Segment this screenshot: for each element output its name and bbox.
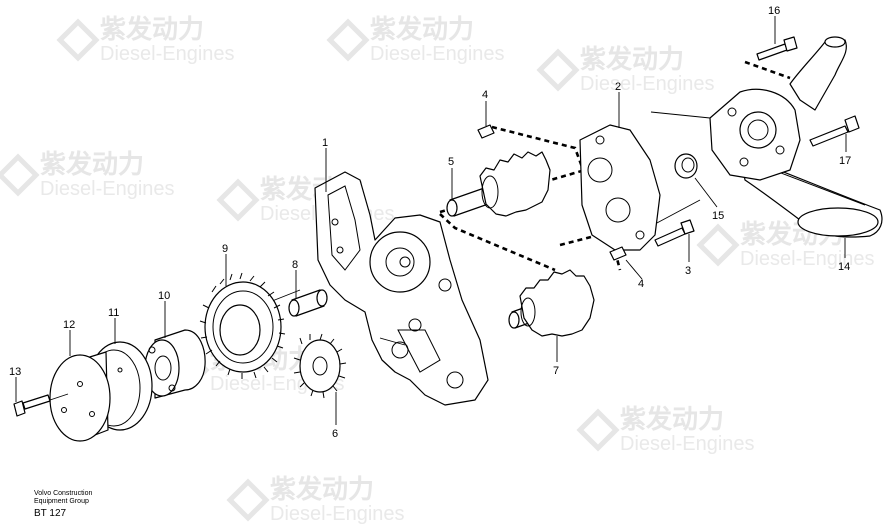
callout-5: 5	[448, 156, 454, 168]
dowel-pin-4-lower	[609, 246, 627, 261]
watermark-cn: 紫发动力	[620, 404, 724, 435]
callout-11: 11	[108, 307, 119, 319]
watermark-en: Diesel-Engines	[40, 178, 175, 200]
bushing-8	[288, 289, 328, 317]
callout-4-upper: 4	[482, 89, 488, 101]
suction-pipe-14	[739, 36, 883, 238]
dowel-pin-4-upper	[477, 124, 495, 139]
bolt-17	[809, 115, 860, 147]
callout-16: 16	[768, 5, 780, 17]
watermark-en: Diesel-Engines	[370, 43, 505, 65]
caption-line-2: Equipment Group	[34, 498, 89, 505]
bolt-3	[654, 219, 695, 247]
pipe-flange	[709, 88, 801, 181]
axis-line	[379, 337, 406, 346]
watermark-cn: 紫发动力	[580, 44, 684, 75]
watermark-en: Diesel-Engines	[580, 73, 715, 95]
callout-1: 1	[322, 137, 328, 149]
pump-housing-1	[314, 171, 489, 406]
watermark-en: Diesel-Engines	[100, 43, 235, 65]
callout-12: 12	[63, 319, 75, 331]
callout-4-lower: 4	[638, 278, 644, 290]
watermark-cn: 紫发动力	[100, 14, 204, 45]
figure-caption: Volvo Construction Equipment Group BT 12…	[34, 490, 93, 519]
gear-shaft-5	[446, 151, 551, 217]
watermark-en: Diesel-Engines	[740, 248, 875, 270]
watermark-cn: 紫发动力	[40, 149, 144, 180]
axis-line	[650, 111, 711, 119]
leader-lines	[15, 16, 847, 425]
gear-6	[293, 333, 347, 399]
callout-17: 17	[839, 155, 851, 167]
watermark-cn: 紫发动力	[270, 474, 374, 505]
pump-cover-2	[579, 124, 661, 251]
callout-14: 14	[838, 261, 850, 273]
callout-10: 10	[158, 290, 170, 302]
watermark-en: Diesel-Engines	[270, 503, 405, 525]
callout-7: 7	[553, 365, 559, 377]
plate-12	[49, 351, 111, 442]
callout-13: 13	[9, 366, 21, 378]
callout-6: 6	[332, 428, 338, 440]
callout-2: 2	[615, 81, 621, 93]
callout-15: 15	[712, 210, 724, 222]
figure-code: BT 127	[34, 508, 67, 519]
watermark-cn: 紫发动力	[370, 14, 474, 45]
gear-9	[199, 272, 286, 379]
caption-line-1: Volvo Construction	[34, 490, 93, 497]
axis-line	[49, 393, 69, 401]
watermark-en: Diesel-Engines	[620, 433, 755, 455]
callout-8: 8	[292, 259, 298, 271]
o-ring-15	[674, 153, 698, 179]
bolt-16	[756, 36, 798, 61]
callout-9: 9	[222, 243, 228, 255]
hub-10	[144, 329, 206, 399]
bolt-13	[13, 394, 51, 417]
callout-labels: 1 2 3 4 4 5 6 7 8 9 10 11 12 13 14 15 16…	[9, 5, 851, 440]
gear-shaft-7	[508, 269, 595, 337]
callout-3: 3	[685, 265, 691, 277]
